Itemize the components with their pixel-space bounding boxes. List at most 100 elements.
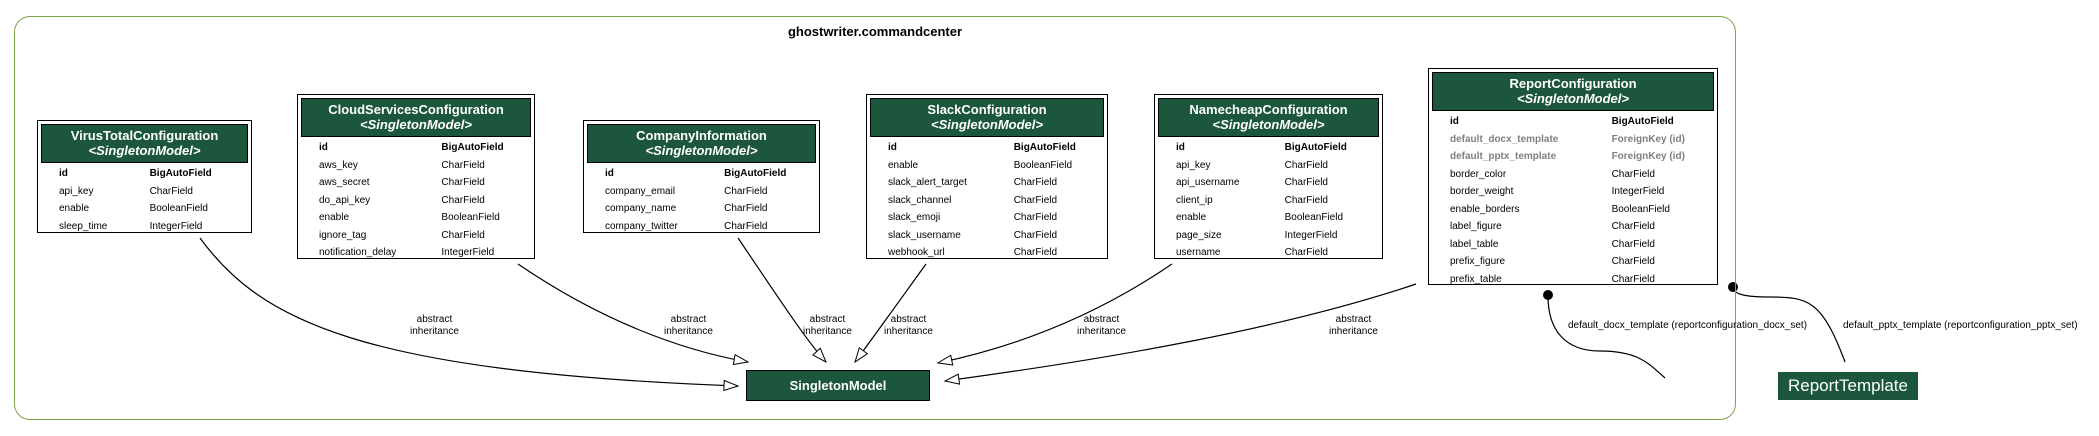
field-type: CharField	[1013, 177, 1058, 188]
field-name: company_name	[605, 203, 677, 214]
edge-company-inheritance	[737, 237, 826, 362]
model-name: CompanyInformation	[636, 128, 767, 143]
field-type: IntegerField	[149, 220, 203, 232]
field-type: IntegerField	[1284, 229, 1338, 241]
field-type: CharField	[1611, 273, 1655, 285]
field-name: do_api_key	[319, 194, 371, 206]
field-name: default_docx_template	[1450, 133, 1559, 145]
field-row: enable BooleanField	[41, 200, 248, 218]
field-type: CharField	[1611, 221, 1655, 232]
field-name: api_username	[1176, 177, 1240, 188]
field-name: enable	[1176, 212, 1207, 223]
model-report-template[interactable]: ReportTemplate	[1778, 372, 1918, 400]
field-type: BooleanField	[1611, 203, 1670, 215]
model-header: CloudServicesConfiguration<SingletonMode…	[301, 98, 531, 137]
field-name: webhook_url	[888, 247, 945, 258]
edge-virustotal-inheritance	[199, 237, 738, 386]
field-row: id BigAutoField	[41, 165, 248, 183]
edge-namecheap-inheritance	[938, 263, 1173, 363]
field-row: label_figure CharField	[1432, 218, 1714, 236]
field-row: slack_alert_target CharField	[870, 174, 1104, 192]
field-row: do_api_key CharField	[301, 192, 531, 210]
model-namecheap[interactable]: NamecheapConfiguration<SingletonModel>id…	[1154, 94, 1383, 259]
model-header: NamecheapConfiguration<SingletonModel>	[1158, 98, 1379, 137]
docx-relation-endpoint	[1543, 290, 1553, 300]
model-header: SlackConfiguration<SingletonModel>	[870, 98, 1104, 137]
field-name: enable	[59, 203, 90, 214]
field-type: CharField	[1611, 168, 1655, 180]
field-row: default_docx_template ForeignKey (id)	[1432, 131, 1714, 149]
field-name: slack_alert_target	[888, 177, 967, 188]
field-type: CharField	[1284, 194, 1328, 206]
field-row: webhook_url CharField	[870, 244, 1104, 262]
model-stereotype: <SingletonModel>	[360, 117, 472, 132]
field-row: prefix_table CharField	[1432, 271, 1714, 289]
app-cluster: ghostwriter.commandcenter	[14, 16, 1736, 420]
field-type: BooleanField	[149, 203, 208, 214]
field-name: slack_channel	[888, 194, 952, 206]
field-name: slack_emoji	[888, 212, 941, 223]
field-name: prefix_figure	[1450, 256, 1506, 267]
model-cloudservices[interactable]: CloudServicesConfiguration<SingletonMode…	[297, 94, 535, 259]
field-name: label_figure	[1450, 221, 1502, 232]
field-row: page_size IntegerField	[1158, 227, 1379, 245]
field-name: id	[59, 168, 68, 179]
field-type: BigAutoField	[1284, 142, 1347, 153]
field-type: IntegerField	[441, 247, 495, 258]
field-type: BigAutoField	[441, 142, 504, 153]
singleton-model-name: SingletonModel	[789, 378, 887, 393]
field-type: ForeignKey (id)	[1611, 133, 1685, 145]
field-name: border_weight	[1450, 186, 1514, 197]
field-type: BigAutoField	[149, 168, 212, 179]
model-singleton[interactable]: SingletonModel	[746, 370, 930, 401]
field-type: BigAutoField	[724, 168, 787, 179]
field-row: border_weight IntegerField	[1432, 183, 1714, 201]
field-type: CharField	[149, 185, 193, 197]
field-type: CharField	[1284, 159, 1328, 171]
edge-report-inheritance	[945, 283, 1417, 381]
field-row: api_key CharField	[1158, 157, 1379, 175]
field-name: prefix_table	[1450, 273, 1502, 285]
label-docx-relation: default_docx_template (reportconfigurati…	[1568, 320, 1808, 331]
field-name: api_key	[1176, 159, 1211, 171]
field-type: CharField	[1611, 238, 1655, 250]
field-name: page_size	[1176, 229, 1222, 241]
model-header: ReportConfiguration<SingletonModel>	[1432, 72, 1714, 111]
field-type: CharField	[1013, 247, 1058, 258]
model-virustotal[interactable]: VirusTotalConfiguration<SingletonModel>i…	[37, 120, 252, 233]
field-type: IntegerField	[1611, 186, 1665, 197]
field-name: id	[319, 142, 328, 153]
model-stereotype: <SingletonModel>	[1212, 117, 1325, 132]
model-name: SlackConfiguration	[927, 102, 1047, 117]
field-type: CharField	[441, 194, 485, 206]
field-name: company_twitter	[605, 220, 678, 232]
field-name: id	[1450, 116, 1459, 127]
